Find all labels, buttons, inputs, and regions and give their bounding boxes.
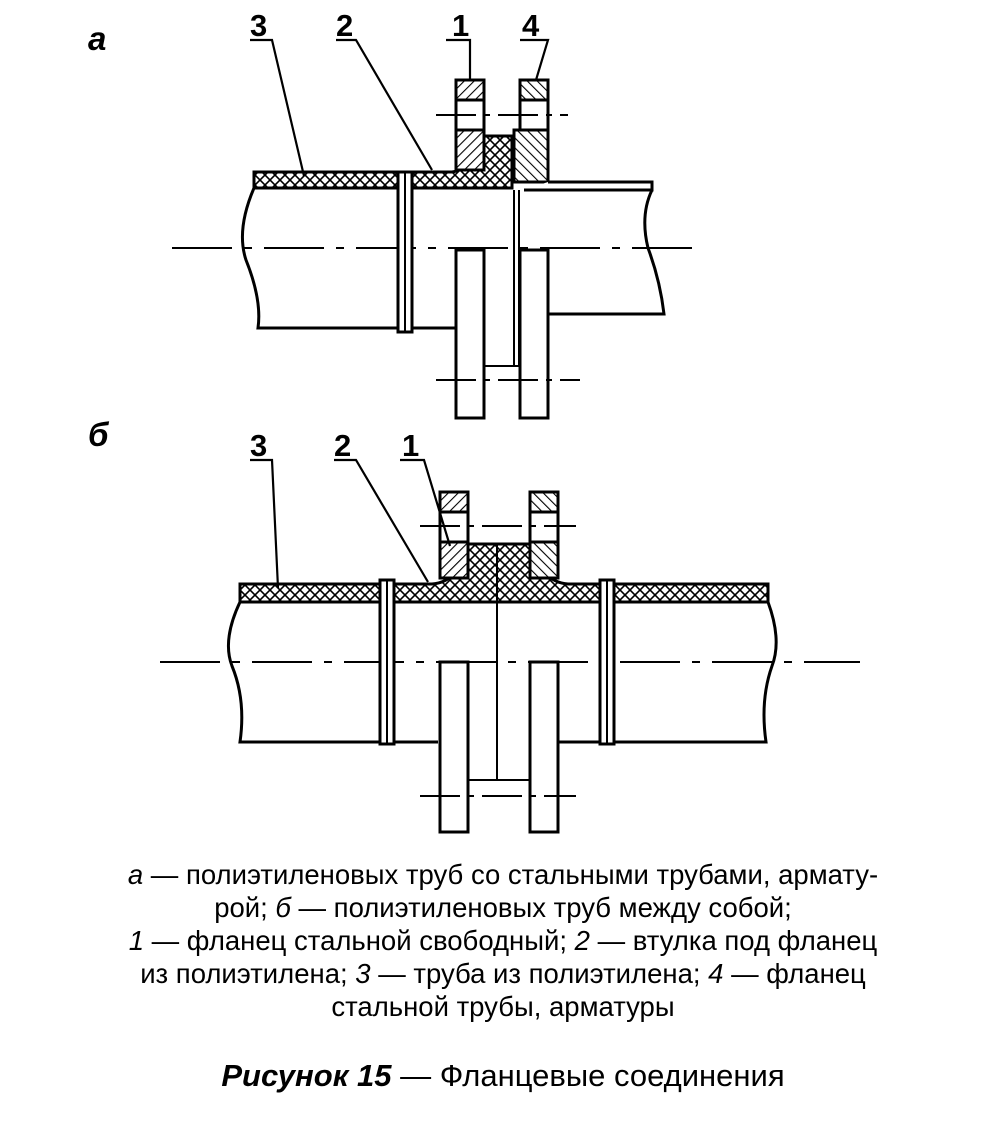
callout-2-b: 2 (334, 428, 351, 463)
pe-sleeve-body-a (410, 188, 455, 330)
caption-line-4: из полиэтилена; 3 — труба из полиэтилена… (140, 958, 866, 989)
callout-4-a: 4 (522, 8, 540, 43)
leader-1-b (400, 458, 452, 547)
diagram-a (172, 38, 700, 420)
leader-1-a (446, 38, 472, 80)
sublabel-a: а (88, 20, 106, 57)
steel-pipe-flange-a (518, 78, 550, 102)
caption-line-3: 1 — фланец стальной свободный; 2 — втулк… (128, 925, 878, 956)
callout-3-a: 3 (250, 8, 267, 43)
caption-line-2: рой; б — полиэтиленовых труб между собой… (214, 892, 792, 923)
steel-loose-flange-b-right (528, 490, 560, 514)
figure-title: Рисунок 15 — Фланцевые соединения (221, 1058, 785, 1093)
callout-3-b: 3 (250, 428, 267, 463)
pe-pipe-wall-b-left (238, 582, 382, 604)
callout-1-b: 1 (402, 428, 419, 463)
steel-loose-flange-b-left (438, 490, 470, 514)
steel-loose-flange-a (454, 78, 486, 102)
pe-pipe-wall-a (252, 170, 402, 190)
leader-2-b (334, 458, 429, 583)
leader-4-a (520, 38, 550, 81)
callout-2-a: 2 (336, 8, 353, 43)
leader-3-a (250, 38, 306, 177)
leader-3-b (250, 458, 280, 589)
steel-pipe-a (524, 180, 654, 192)
pe-pipe-wall-b-right (610, 582, 770, 604)
caption-line-5: стальной трубы, арматуры (331, 991, 675, 1022)
caption-line-1: а — полиэтиленовых труб со стальными тру… (127, 859, 879, 890)
flange-connections-figure: а 3 2 1 4 (88, 8, 860, 834)
pe-pipe-body-a (240, 187, 398, 330)
sublabel-b: б (88, 416, 110, 453)
diagram-b (160, 458, 860, 834)
leader-2-a (336, 38, 433, 171)
callout-1-a: 1 (452, 8, 469, 43)
figure-caption: а — полиэтиленовых труб со стальными тру… (20, 858, 986, 1023)
